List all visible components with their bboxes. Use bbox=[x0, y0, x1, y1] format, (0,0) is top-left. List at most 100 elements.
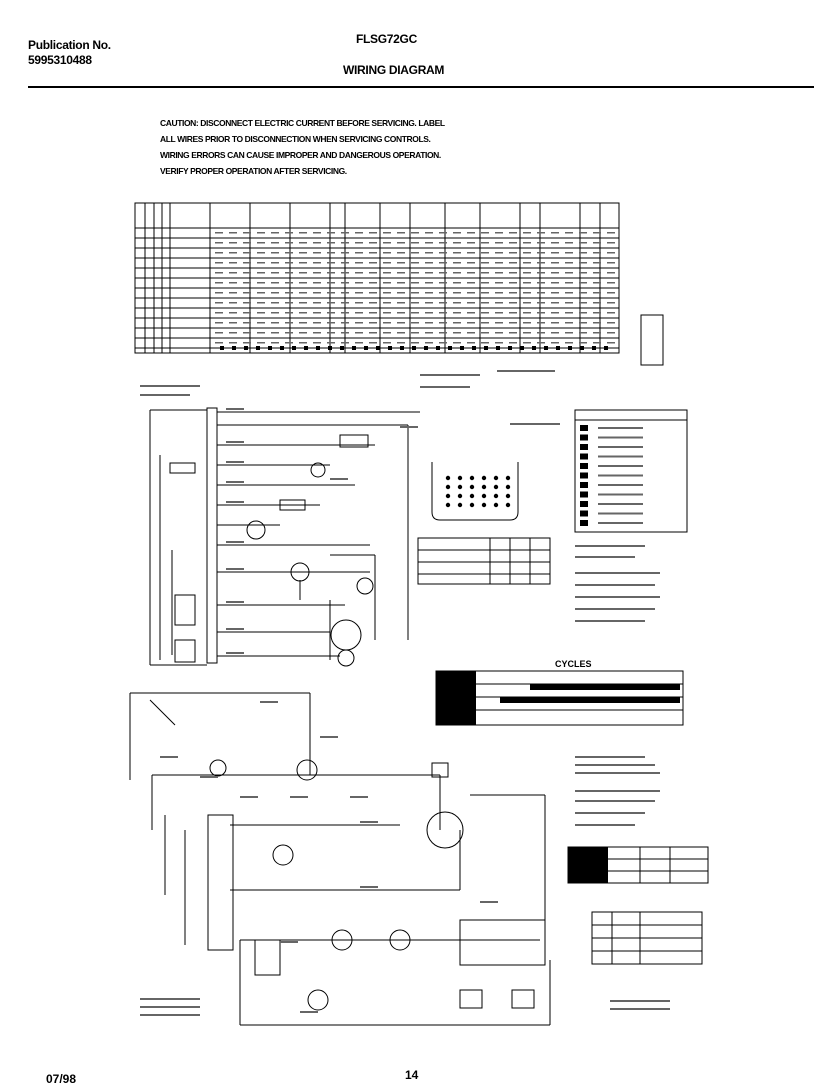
chart-segment bbox=[313, 342, 321, 344]
tub-terminal bbox=[505, 502, 511, 508]
chart-segment bbox=[327, 322, 335, 324]
tub-terminal bbox=[445, 502, 451, 508]
chart-segment bbox=[565, 332, 573, 334]
legend-text-mark bbox=[598, 436, 643, 439]
dryer-schematic bbox=[129, 692, 551, 1026]
chart-segment bbox=[551, 232, 559, 234]
chart-segment bbox=[607, 242, 615, 244]
chart-segment bbox=[397, 332, 405, 334]
chart-segment bbox=[537, 232, 545, 234]
chart-segment bbox=[523, 312, 531, 314]
chart-cam-mark bbox=[544, 346, 548, 350]
chart-segment bbox=[551, 282, 559, 284]
chart-segment bbox=[467, 242, 475, 244]
caution-line-1: CAUTION: DISCONNECT ELECTRIC CURRENT BEF… bbox=[160, 118, 445, 128]
chart-segment bbox=[327, 292, 335, 294]
legend-text-mark bbox=[598, 484, 643, 486]
note-text-mark bbox=[497, 370, 555, 372]
chart-segment bbox=[509, 242, 517, 244]
chart-cam-mark bbox=[376, 346, 380, 350]
legend-symbol bbox=[580, 482, 588, 488]
chart-segment bbox=[523, 342, 531, 344]
chart-segment bbox=[243, 312, 251, 314]
chart-segment bbox=[257, 242, 265, 244]
chart-segment bbox=[551, 332, 559, 334]
chart-segment bbox=[397, 322, 405, 324]
chart-segment bbox=[383, 272, 391, 274]
chart-segment bbox=[439, 312, 447, 314]
chart-segment bbox=[551, 302, 559, 304]
chart-segment bbox=[299, 282, 307, 284]
chart-segment bbox=[523, 232, 531, 234]
caution-line-4: VERIFY PROPER OPERATION AFTER SERVICING. bbox=[160, 166, 347, 176]
chart-segment bbox=[411, 232, 419, 234]
chart-cam-mark bbox=[568, 346, 572, 350]
chart-segment bbox=[593, 302, 601, 304]
chart-cam-mark bbox=[280, 346, 284, 350]
chart-segment bbox=[313, 272, 321, 274]
chart-segment bbox=[313, 302, 321, 304]
chart-segment bbox=[593, 242, 601, 244]
chart-segment bbox=[299, 232, 307, 234]
chart-segment bbox=[411, 332, 419, 334]
wire-label-mark bbox=[290, 796, 308, 798]
chart-segment bbox=[411, 272, 419, 274]
chart-segment bbox=[271, 232, 279, 234]
chart-segment bbox=[327, 342, 335, 344]
chart-segment bbox=[229, 272, 237, 274]
chart-cam-mark bbox=[220, 346, 224, 350]
chart-segment bbox=[285, 272, 293, 274]
chart-segment bbox=[495, 272, 503, 274]
chart-segment bbox=[481, 242, 489, 244]
chart-segment bbox=[243, 262, 251, 264]
chart-segment bbox=[593, 282, 601, 284]
legend-text-mark bbox=[598, 512, 643, 515]
chart-segment bbox=[593, 232, 601, 234]
chart-segment bbox=[215, 282, 223, 284]
chart-segment bbox=[467, 292, 475, 294]
tub-terminal bbox=[481, 475, 487, 481]
chart-segment bbox=[551, 272, 559, 274]
chart-segment bbox=[411, 292, 419, 294]
wire-label-mark bbox=[480, 901, 498, 903]
chart-segment bbox=[565, 242, 573, 244]
timer-sequence-chart bbox=[134, 202, 664, 366]
chart-segment bbox=[285, 252, 293, 254]
chart-segment bbox=[327, 312, 335, 314]
legend-text-mark bbox=[598, 455, 643, 458]
chart-segment bbox=[313, 322, 321, 324]
legend-symbol bbox=[580, 425, 588, 431]
chart-segment bbox=[481, 292, 489, 294]
chart-segment bbox=[285, 302, 293, 304]
chart-segment bbox=[467, 302, 475, 304]
chart-segment bbox=[383, 312, 391, 314]
chart-segment bbox=[355, 342, 363, 344]
chart-segment bbox=[411, 282, 419, 284]
page-number: 14 bbox=[405, 1068, 419, 1082]
chart-segment bbox=[425, 282, 433, 284]
chart-segment bbox=[285, 312, 293, 314]
chart-segment bbox=[565, 252, 573, 254]
legend-symbol bbox=[580, 501, 588, 507]
chart-segment bbox=[215, 252, 223, 254]
note-text-mark bbox=[575, 824, 635, 826]
chart-segment bbox=[439, 292, 447, 294]
chart-segment bbox=[397, 262, 405, 264]
tub-terminal bbox=[493, 493, 499, 499]
wire-label-mark bbox=[226, 568, 244, 570]
note-text-mark bbox=[575, 764, 655, 766]
chart-segment bbox=[551, 252, 559, 254]
chart-segment bbox=[215, 332, 223, 334]
chart-segment bbox=[481, 322, 489, 324]
tub-terminal bbox=[481, 493, 487, 499]
chart-segment bbox=[397, 292, 405, 294]
chart-segment bbox=[229, 302, 237, 304]
chart-segment bbox=[215, 262, 223, 264]
chart-segment bbox=[229, 342, 237, 344]
chart-segment bbox=[565, 292, 573, 294]
chart-segment bbox=[453, 232, 461, 234]
tub-terminal bbox=[445, 484, 451, 490]
chart-segment bbox=[509, 312, 517, 314]
chart-cam-mark bbox=[304, 346, 308, 350]
tub-terminal bbox=[457, 484, 463, 490]
